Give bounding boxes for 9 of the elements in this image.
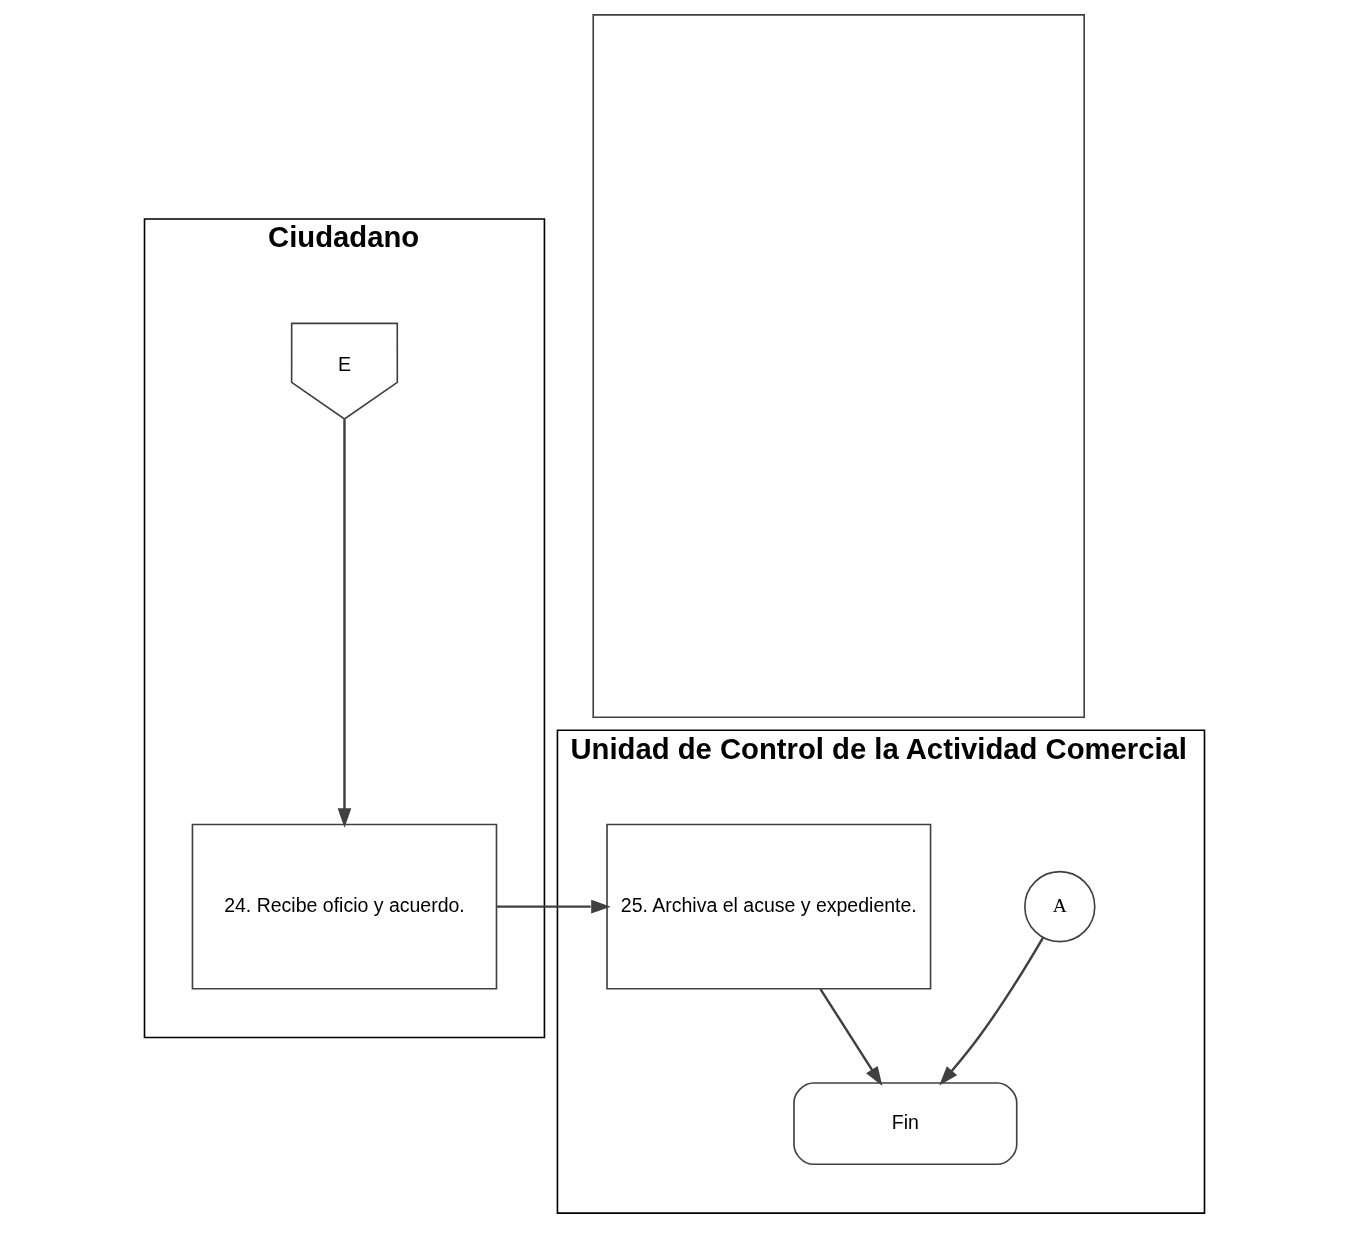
node-circle: A xyxy=(1023,870,1096,943)
arrow xyxy=(337,419,351,828)
node-box: Fin xyxy=(792,1082,1018,1166)
node-box: 25. Archiva el acuse y expediente. xyxy=(605,823,931,990)
arrow xyxy=(818,988,882,1087)
node-box: 24. Recibe oficio y acuerdo. xyxy=(191,823,497,990)
node-box xyxy=(591,14,1085,719)
arrow xyxy=(496,899,611,914)
arrow xyxy=(938,937,1044,1086)
